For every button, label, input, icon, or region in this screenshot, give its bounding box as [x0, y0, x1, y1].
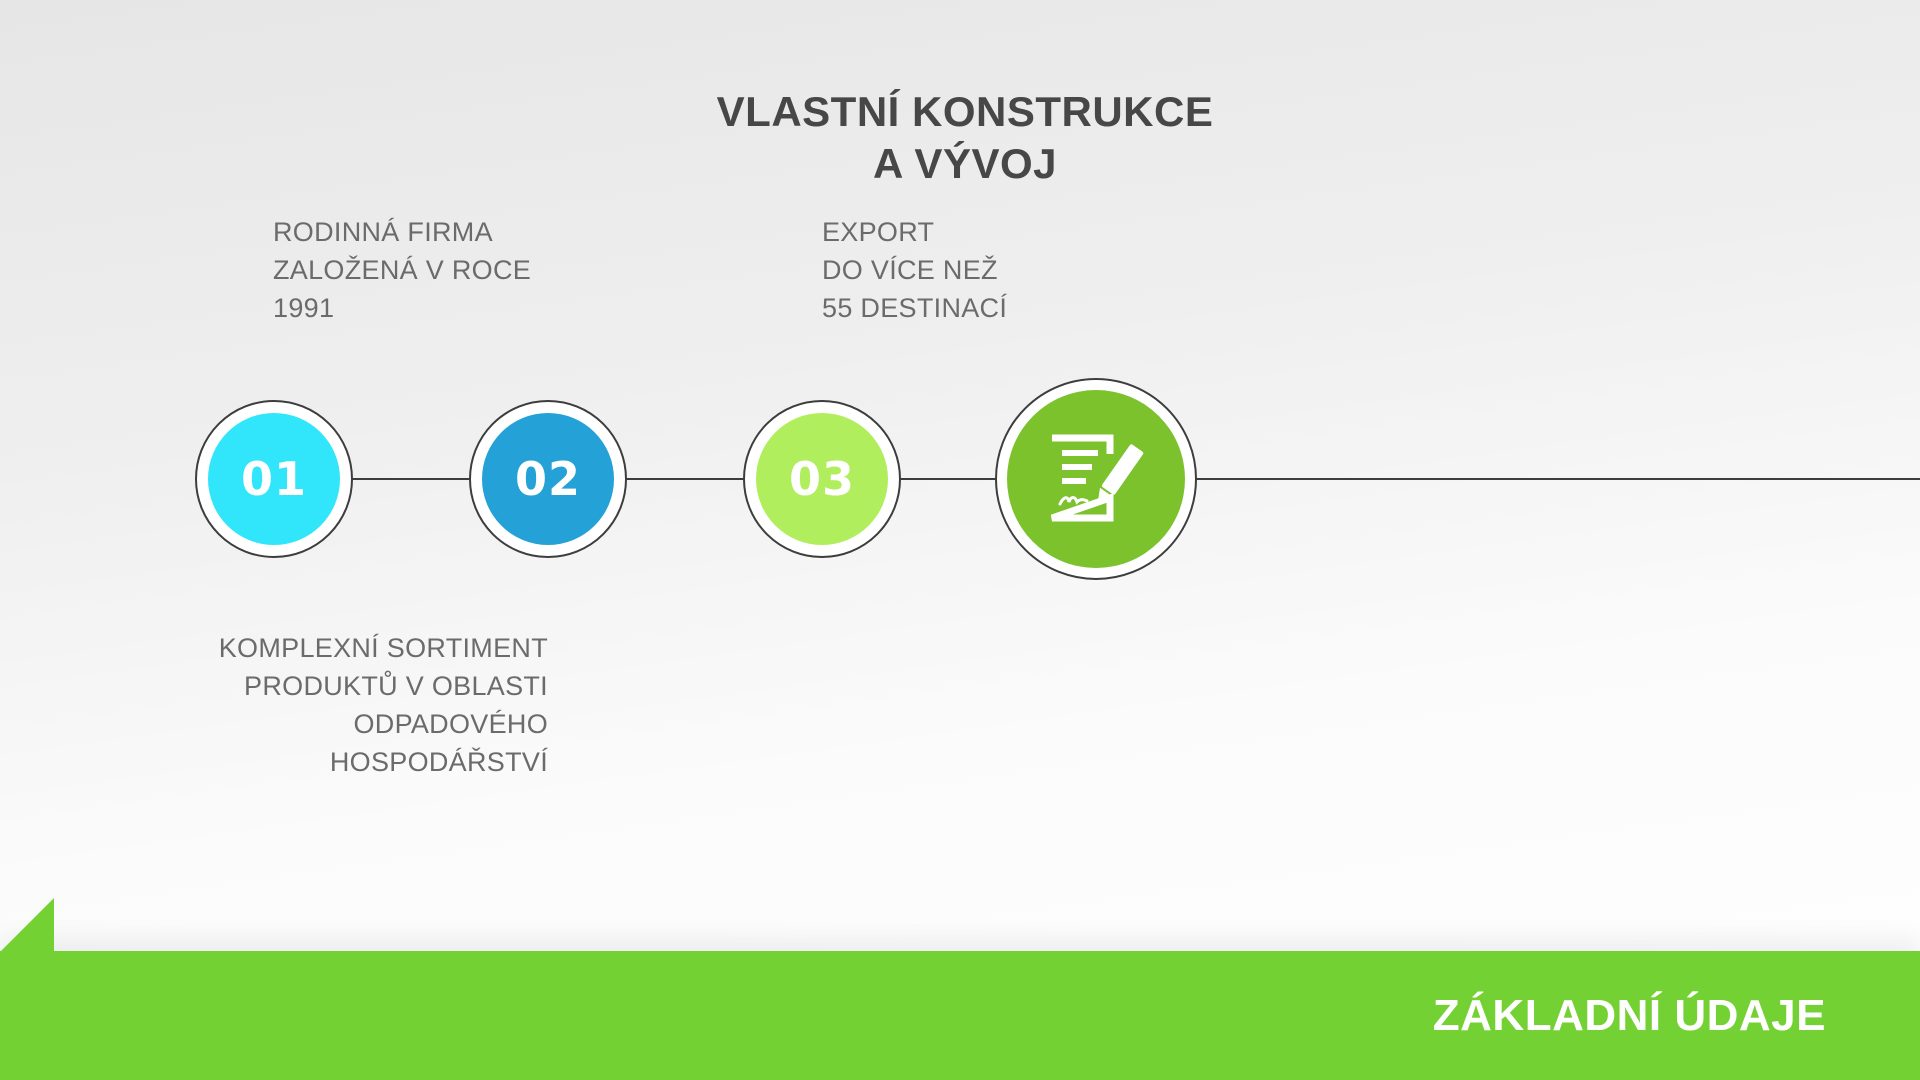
- page-title: VLASTNÍ KONSTRUKCE A VÝVOJ: [600, 86, 1330, 190]
- note-02-product-range: KOMPLEXNÍ SORTIMENT PRODUKTŮ V OBLASTI O…: [218, 633, 548, 777]
- timeline-node-02-badge: 02: [482, 413, 614, 545]
- page-title-line-1: VLASTNÍ KONSTRUKCE: [716, 88, 1214, 135]
- contract-signing-icon: [1050, 434, 1144, 522]
- timeline-node-01: 01: [195, 400, 353, 558]
- timeline-node-04: [995, 378, 1197, 580]
- timeline-node-03: 03: [743, 400, 901, 558]
- timeline-node-01-badge: 01: [208, 413, 340, 545]
- note-01-founded: RODINNÁ FIRMA ZALOŽENÁ V ROCE 1991: [273, 217, 532, 323]
- timeline-node-02: 02: [469, 400, 627, 558]
- footer-corner-accent: [0, 898, 54, 952]
- timeline-node-03-badge: 03: [756, 413, 888, 545]
- footer-bar: [0, 951, 1920, 1080]
- note-03-export: EXPORT DO VÍCE NEŽ 55 DESTINACÍ: [822, 217, 1008, 323]
- page-title-line-2: A VÝVOJ: [872, 140, 1057, 187]
- timeline-node-04-badge: [1007, 390, 1185, 568]
- footer-section-label: ZÁKLADNÍ ÚDAJE: [1432, 991, 1826, 1040]
